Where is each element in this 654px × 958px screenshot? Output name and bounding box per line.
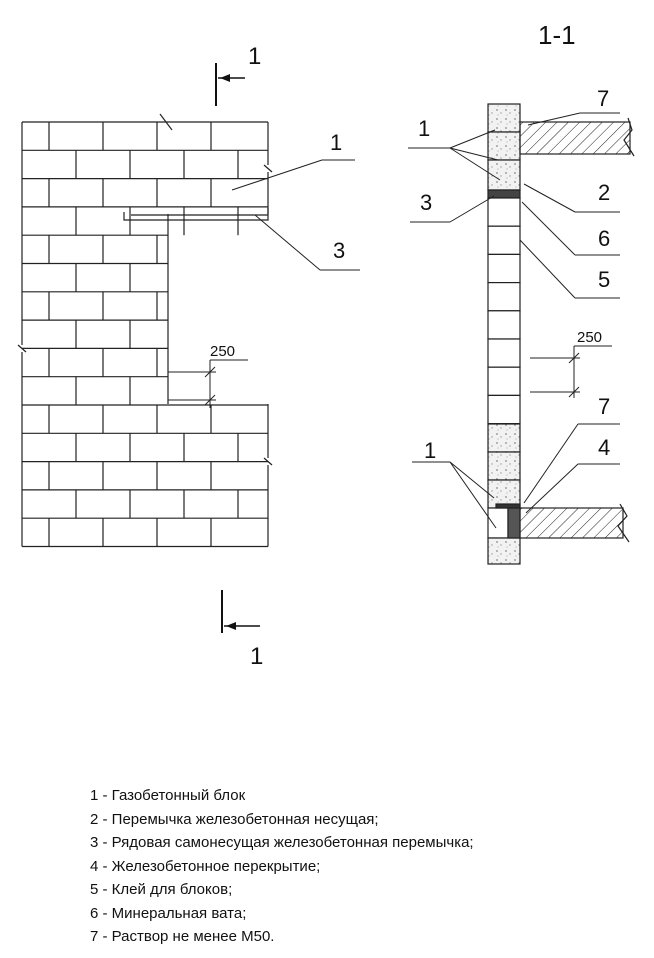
bottom-floor-slab <box>519 503 630 543</box>
top-floor-slab <box>519 117 635 157</box>
front-callout-leaders <box>231 159 360 271</box>
section-callout-glue: 5 <box>598 267 610 292</box>
section-callout-wool: 6 <box>598 226 610 251</box>
section-block-top <box>487 103 521 133</box>
section-callout-leaders <box>408 112 620 529</box>
section-callout-mortar-bottom: 7 <box>598 394 610 419</box>
cut-label-top: 1 <box>248 43 261 70</box>
legend-item: 5 - Клей для блоков; <box>90 881 233 898</box>
section-title: 1-1 <box>538 20 576 50</box>
section-block <box>487 479 521 509</box>
section-wall <box>487 103 521 565</box>
legend: 1 - Газобетонный блок 2 - Перемычка желе… <box>90 784 474 949</box>
legend-item: 2 - Перемычка железобетонная несущая; <box>90 810 379 828</box>
front-dimension-label: 250 <box>210 343 235 360</box>
front-callout-block: 1 <box>330 130 342 155</box>
front-callout-lintel: 3 <box>333 238 345 263</box>
front-dimension <box>168 359 248 408</box>
section-callout-blocks-top: 1 <box>418 116 430 141</box>
section-block <box>487 394 521 425</box>
break-mark <box>17 344 27 353</box>
section-mortar-joint <box>495 503 521 509</box>
legend-item: 7 - Раствор не менее М50. <box>90 928 275 945</box>
section-block <box>487 225 521 255</box>
section-callout-row-lintel: 3 <box>420 190 432 215</box>
legend-item: 4 - Железобетонное перекрытие; <box>90 857 321 875</box>
section-callout-mortar-top: 7 <box>597 86 609 111</box>
cut-label-bottom: 1 <box>250 643 263 670</box>
section-callout-blocks-bottom: 1 <box>424 438 436 463</box>
front-lintel <box>123 208 269 221</box>
section-block <box>487 366 521 397</box>
legend-item: 3 - Рядовая самонесущая железобетонная п… <box>90 834 474 851</box>
section-block <box>487 338 521 368</box>
break-mark <box>159 113 173 131</box>
cut-mark-top <box>215 63 245 106</box>
section-block <box>487 423 521 453</box>
section-block <box>487 197 521 227</box>
legend-item: 1 - Газобетонный блок <box>90 787 246 804</box>
section-block <box>487 310 521 340</box>
break-mark <box>263 164 273 173</box>
section-block <box>487 282 521 312</box>
section-block <box>487 253 521 284</box>
section-block-bottom <box>487 537 521 565</box>
cut-mark-bottom <box>221 590 260 633</box>
section-block <box>487 451 521 481</box>
section-callout-bearing-lintel: 2 <box>598 180 610 205</box>
break-mark <box>263 457 273 466</box>
section-dimension <box>530 345 612 398</box>
section-block <box>487 159 521 191</box>
section-mortar-bottom <box>507 507 521 539</box>
section-dimension-label: 250 <box>577 329 602 346</box>
front-view-wall <box>17 113 273 548</box>
section-block <box>487 507 509 539</box>
section-callout-slab: 4 <box>598 435 610 460</box>
legend-item: 6 - Минеральная вата; <box>90 904 247 922</box>
section-block <box>487 131 521 161</box>
